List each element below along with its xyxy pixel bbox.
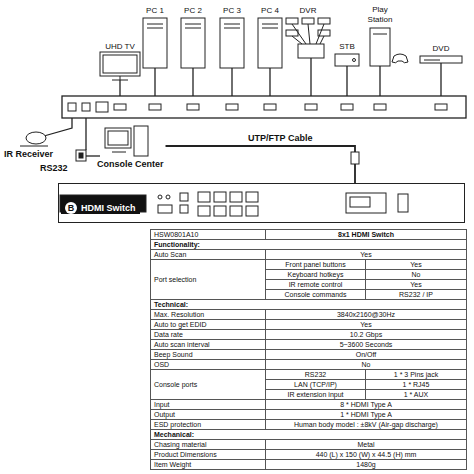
table-text: Yes bbox=[360, 321, 371, 328]
table-cell: Console ports bbox=[150, 369, 266, 400]
table-text: 1 * AUX bbox=[404, 391, 429, 398]
callout-label: IR Receiver bbox=[4, 149, 53, 159]
table-text: Mechanical: bbox=[154, 431, 194, 438]
device-label: PC 4 bbox=[261, 6, 279, 15]
table-text: RS232 bbox=[305, 371, 326, 378]
table-text: Human body model : ±8kV (Air-gap dischar… bbox=[294, 421, 438, 428]
device-name: UHD TV bbox=[105, 42, 135, 51]
table-text: 8x1 HDMI Switch bbox=[338, 231, 394, 238]
cable-label: UTP/FTP Cable bbox=[248, 133, 312, 143]
device-label: PC 1 bbox=[146, 6, 164, 15]
rear-panel bbox=[62, 96, 466, 118]
table-text: No bbox=[412, 271, 421, 278]
table-text: HSW0801A10 bbox=[154, 231, 198, 238]
table-text: LAN (TCP/IP) bbox=[294, 381, 337, 388]
cable-connector bbox=[166, 146, 355, 183]
table-text: RS232 / IP bbox=[399, 291, 433, 298]
device-label: PC 3 bbox=[223, 6, 241, 15]
table-text: OSD bbox=[154, 361, 169, 368]
table-text: Input bbox=[154, 401, 170, 408]
logo-letter: B bbox=[65, 202, 77, 214]
table-cell: Item Weight bbox=[150, 459, 266, 470]
table-text: No bbox=[362, 361, 371, 368]
table-text: Metal bbox=[357, 441, 374, 448]
device-label: PC 2 bbox=[184, 6, 202, 15]
device-label: DVR bbox=[300, 6, 317, 15]
table-text: ESD protection bbox=[154, 421, 201, 428]
device-name: DVR bbox=[300, 6, 317, 15]
device-label: STB bbox=[339, 42, 355, 51]
rj45-plug bbox=[351, 152, 359, 164]
table-text: Technical: bbox=[154, 301, 188, 308]
device-icons bbox=[100, 18, 462, 80]
table-text: 1480g bbox=[356, 461, 375, 468]
table-text: 3840x2160@30Hz bbox=[337, 311, 395, 318]
table-text: 10.2 Gbps bbox=[350, 331, 382, 338]
table-text: 440 (L) x 150 (W) x 44.5 (H) mm bbox=[316, 451, 417, 458]
table-text: On/Off bbox=[356, 351, 377, 358]
switch-front-panel: HDMI Switch bbox=[58, 183, 465, 223]
table-text: Auto to get EDID bbox=[154, 321, 207, 328]
table-text: Console ports bbox=[154, 381, 197, 388]
device-name: Console Center bbox=[97, 159, 164, 169]
front-panel-details bbox=[60, 192, 408, 216]
device-name: STB bbox=[339, 42, 355, 51]
table-text: Yes bbox=[410, 261, 421, 268]
device-name: PC 2 bbox=[184, 6, 202, 15]
table-text: Front panel buttons bbox=[285, 261, 345, 268]
device-name: Play Station bbox=[368, 5, 393, 24]
table-text: Port selection bbox=[154, 276, 196, 283]
table-text: 1 * 3 Pins jack bbox=[394, 371, 438, 378]
console-pc bbox=[105, 126, 148, 156]
table-text: Console commands bbox=[285, 291, 347, 298]
device-name: PC 1 bbox=[146, 6, 164, 15]
table-text: Item Weight bbox=[154, 461, 191, 468]
table-text: Functionality: bbox=[154, 241, 200, 248]
device-label: Play Station bbox=[363, 5, 397, 24]
table-text: Yes bbox=[360, 251, 371, 258]
table-text: 8 * HDMI Type A bbox=[340, 401, 392, 408]
table-text: Max. Resolution bbox=[154, 311, 204, 318]
table-text: 1 * RJ45 bbox=[403, 381, 430, 388]
table-text: Output bbox=[154, 411, 175, 418]
table-cell: 1480g bbox=[265, 459, 467, 470]
device-name: PC 4 bbox=[261, 6, 279, 15]
table-text: Data rate bbox=[154, 331, 183, 338]
table-text: Auto Scan bbox=[154, 251, 186, 258]
table-text: Beep Sound bbox=[154, 351, 193, 358]
table-text: Yes bbox=[410, 281, 421, 288]
table-text: 1 * HDMI Type A bbox=[340, 411, 392, 418]
device-name: PC 3 bbox=[223, 6, 241, 15]
table-cell: Port selection bbox=[150, 259, 266, 300]
device-name: DVD bbox=[433, 44, 450, 53]
table-text: Keyboard hotkeys bbox=[287, 271, 343, 278]
device-label: UHD TV bbox=[105, 42, 135, 51]
table-text: 5~3600 Seconds bbox=[340, 341, 393, 348]
device-label: DVD bbox=[433, 44, 450, 53]
console-box: Console Center bbox=[95, 124, 166, 169]
table-text: Product Dimensions bbox=[154, 451, 217, 458]
table-text: IR remote control bbox=[289, 281, 343, 288]
table-text: Auto scan interval bbox=[154, 341, 210, 348]
table-text: IR extension input bbox=[287, 391, 343, 398]
callout-label: RS232 bbox=[40, 163, 68, 173]
table-text: Chasing material bbox=[154, 441, 207, 448]
